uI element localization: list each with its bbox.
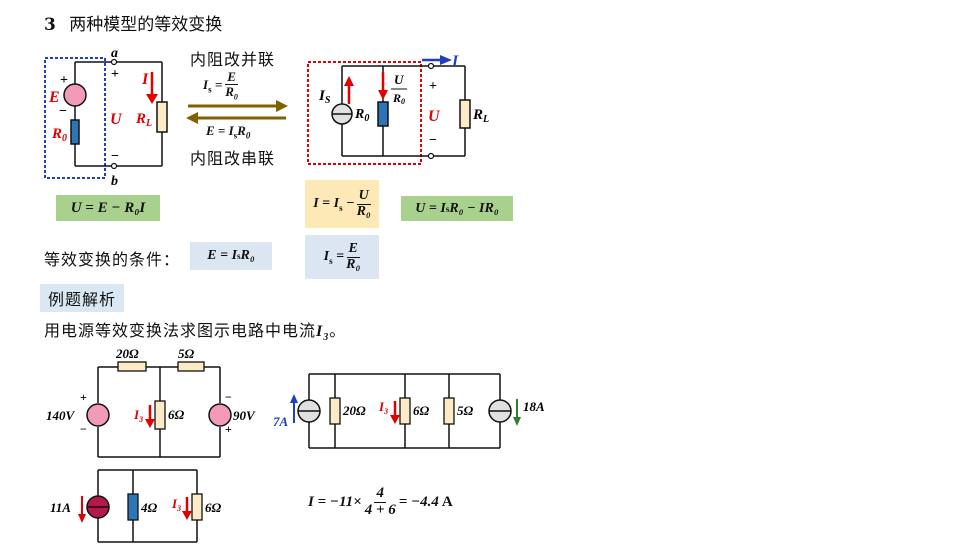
output-current-arrow-icon — [440, 55, 452, 65]
rl-resistor-icon — [156, 101, 168, 133]
current-arrow-icon — [146, 94, 158, 104]
label-frac-r: R0 — [392, 91, 405, 106]
r0-resistor-icon — [70, 119, 80, 145]
label-90v: 90V — [233, 408, 256, 423]
label-i3-c3: I3 — [171, 496, 181, 513]
resistor-4ohm-icon — [127, 493, 139, 521]
current-source-dashed-box — [307, 61, 422, 165]
voltage-source-140v-icon — [86, 403, 110, 427]
condition-label: 等效变换的条件： — [44, 250, 181, 269]
label-140v: 140V — [46, 408, 76, 423]
circuit-3: 11A 4Ω I3 6Ω — [50, 469, 222, 543]
voltage-source-icon — [63, 83, 87, 107]
example-tag: 例题解析 — [40, 284, 125, 312]
label-frac-u: U — [394, 72, 404, 87]
label-i-out: I — [451, 53, 459, 70]
bottom-formula: E = IsR0 — [206, 123, 251, 141]
label-rl: RL — [135, 111, 152, 129]
node-a: a — [111, 46, 118, 61]
plus-u: + — [111, 67, 119, 82]
label-i: I — [141, 71, 149, 88]
circuit-2: 7A 20Ω I3 6Ω 5Ω 18A — [273, 373, 545, 449]
label-u: U — [110, 111, 123, 128]
label-18a: 18A — [523, 399, 545, 414]
label-7a: 7A — [273, 414, 289, 429]
problem-statement: 用电源等效变换法求图示电路中电流I3。 — [44, 321, 347, 344]
circuit-1: + − − + 20Ω 5Ω 140V 90V I3 6Ω — [46, 346, 256, 458]
arrow-right-icon — [276, 100, 288, 112]
label-i3-c2: I3 — [378, 399, 388, 416]
label-is: IS — [318, 88, 331, 106]
arrow-top-label: 内阻改并联 — [190, 50, 276, 69]
label-20ohm-c2: 20Ω — [342, 403, 366, 418]
plus-right: + — [429, 79, 437, 94]
model-diagram: + − E R0 a b + − U I RL I IS R0 U R0 + U… — [44, 46, 489, 189]
label-6ohm-c2: 6Ω — [413, 403, 430, 418]
label-r0: R0 — [51, 126, 67, 144]
voltage-model-formula: U = E − R₀I — [56, 195, 160, 221]
minus-right: − — [429, 133, 437, 148]
label-20ohm: 20Ω — [115, 346, 139, 361]
label-r0-right: R0 — [354, 107, 369, 124]
label-4ohm: 4Ω — [140, 500, 158, 515]
plus-sign: + — [60, 73, 68, 88]
voltage-source-90v-icon — [208, 403, 232, 427]
label-u-right: U — [428, 108, 441, 125]
arrow-left-icon — [186, 112, 198, 124]
section-number: 3 — [44, 15, 56, 35]
label-6ohm-c1: 6Ω — [168, 407, 185, 422]
svg-text:−: − — [80, 422, 87, 436]
rl-load-resistor-icon — [459, 99, 471, 129]
resistor-20ohm-icon — [117, 361, 147, 372]
resistor-6ohm-c2-icon — [399, 397, 411, 425]
svg-text:+: + — [80, 390, 87, 404]
section-title: 3 两种模型的等效变换 — [44, 10, 222, 35]
label-e: E — [48, 89, 60, 106]
minus-u: − — [111, 149, 119, 164]
resistor-6ohm-c3-icon — [191, 493, 203, 521]
label-rl-right: RL — [472, 107, 489, 125]
resistor-20ohm-c2-icon — [329, 397, 341, 425]
resistor-5ohm-c2-icon — [443, 397, 455, 425]
minus-sign: − — [59, 104, 67, 119]
node-b: b — [111, 174, 118, 189]
label-i3-c1: I3 — [133, 407, 143, 424]
resistor-6ohm-icon — [154, 400, 166, 430]
label-5ohm: 5Ω — [178, 346, 195, 361]
voltage-source-dashed-box — [44, 57, 106, 179]
svg-text:+: + — [225, 422, 232, 436]
label-5ohm-c2: 5Ω — [457, 403, 474, 418]
label-6ohm-c3: 6Ω — [205, 500, 222, 515]
resistor-5ohm-icon — [177, 361, 205, 372]
arrow-bottom-label: 内阻改串联 — [190, 149, 276, 168]
section-text: 两种模型的等效变换 — [69, 15, 223, 35]
svg-text:−: − — [225, 390, 232, 404]
label-11a: 11A — [50, 500, 71, 515]
r0-parallel-resistor-icon — [377, 101, 389, 127]
